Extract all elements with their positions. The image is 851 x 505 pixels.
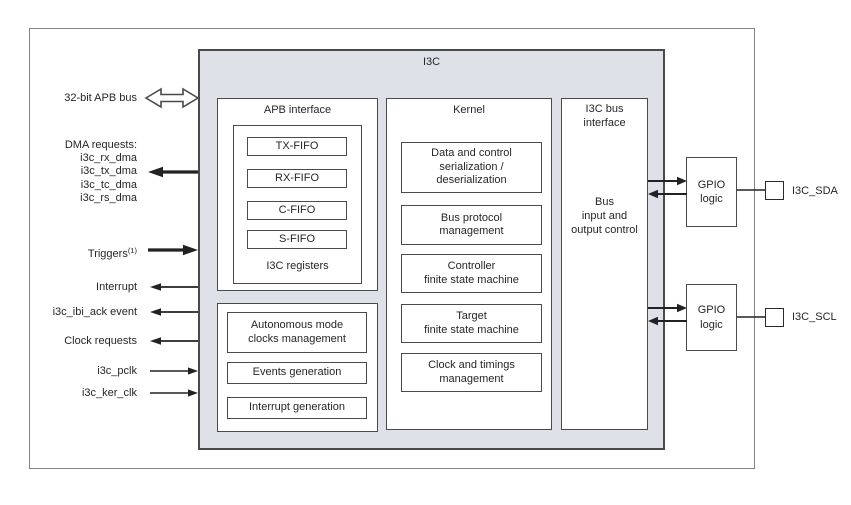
- i3c-block-title: I3C: [422, 56, 441, 68]
- ibi-ack-event-label: i3c_ibi_ack event: [52, 306, 137, 318]
- i3c-sda-label: I3C_SDA: [792, 185, 838, 197]
- i3c-bus-interface-box: I3C bus interface Bus input and output c…: [561, 98, 648, 430]
- i3c-scl-pad: [765, 308, 784, 327]
- dma-signal-label: i3c_tc_dma: [80, 178, 137, 191]
- gpio-logic-box-scl: GPIO logic: [686, 284, 737, 351]
- bus-protocol-box: Bus protocol management: [401, 205, 542, 245]
- dma-requests-label: DMA requests:: [64, 139, 137, 151]
- dma-requests-group: DMA requests: i3c_rx_dma i3c_tx_dma i3c_…: [30, 139, 137, 205]
- target-fsm-box: Target finite state machine: [401, 304, 542, 343]
- interrupt-generation-box: Interrupt generation: [227, 397, 367, 419]
- apb-interface-title: APB interface: [263, 104, 332, 116]
- dma-signal-label: i3c_rx_dma: [80, 152, 137, 165]
- dma-signal-label: i3c_tx_dma: [80, 165, 137, 178]
- i3c-registers-label: I3C registers: [266, 260, 329, 272]
- triggers-footnote: (1): [127, 246, 137, 255]
- tx-fifo-box: TX-FIFO: [247, 137, 347, 156]
- apb-bus-label: 32-bit APB bus: [64, 92, 137, 104]
- controller-fsm-box: Controller finite state machine: [401, 254, 542, 293]
- i3c-bus-interface-title: I3C bus interface: [583, 103, 626, 129]
- pclk-label: i3c_pclk: [97, 365, 137, 377]
- autonomous-clocks-box: Autonomous mode clocks management: [227, 312, 367, 353]
- i3c-scl-label: I3C_SCL: [792, 311, 837, 323]
- clock-timings-box: Clock and timings management: [401, 353, 542, 392]
- interrupt-label: Interrupt: [96, 281, 137, 293]
- rx-fifo-box: RX-FIFO: [247, 169, 347, 188]
- ker-clk-label: i3c_ker_clk: [81, 387, 137, 399]
- dma-signal-label: i3c_rs_dma: [80, 191, 137, 204]
- events-generation-box: Events generation: [227, 362, 367, 384]
- clock-requests-label: Clock requests: [64, 335, 137, 347]
- triggers-label: Triggers(1): [87, 246, 137, 260]
- serialization-box: Data and control serialization / deseria…: [401, 142, 542, 193]
- bus-io-control-label: Bus input and output control: [571, 196, 638, 236]
- i3c-sda-pad: [765, 181, 784, 200]
- c-fifo-box: C-FIFO: [247, 201, 347, 220]
- kernel-title: Kernel: [453, 104, 485, 116]
- gpio-logic-box-sda: GPIO logic: [686, 157, 737, 227]
- s-fifo-box: S-FIFO: [247, 230, 347, 249]
